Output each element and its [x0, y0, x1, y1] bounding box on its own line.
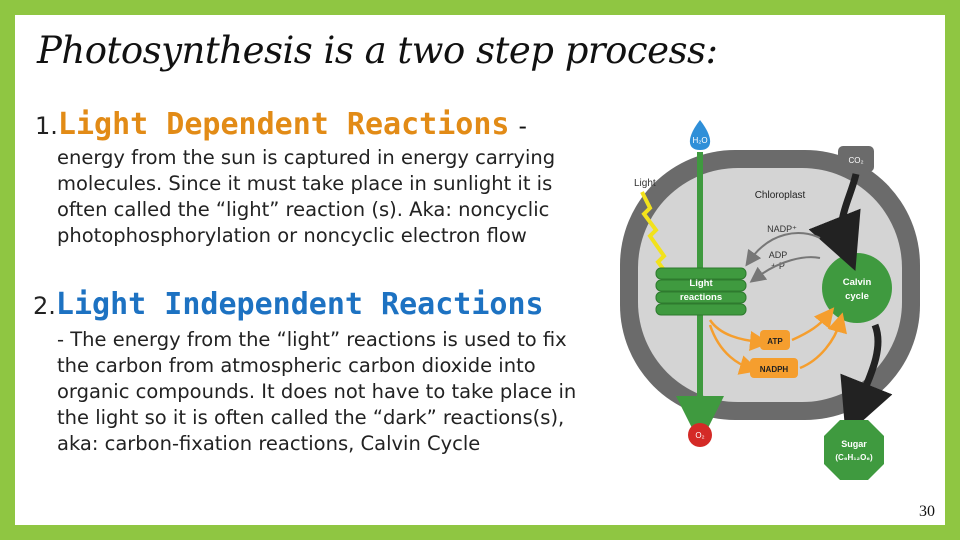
- light-zigzag-icon: [640, 191, 672, 280]
- nadp-arrow: [745, 232, 821, 267]
- h2o-label: H₂O: [692, 136, 707, 145]
- slide-title: Photosynthesis is a two step process:: [37, 29, 718, 72]
- atp-box: [760, 330, 790, 350]
- atp-arrow-out: [791, 307, 835, 342]
- nadp-label: NADP⁺: [767, 224, 797, 234]
- sugar-octagon: [824, 420, 884, 480]
- page-number: 30: [919, 503, 935, 520]
- thylakoid-stack: [655, 267, 747, 316]
- light-reactions-label-1: Light: [689, 278, 713, 289]
- photosynthesis-diagram: Chloroplast H₂O O₂ Light Light reactions…: [620, 120, 920, 480]
- item-1-label: Light Dependent Reactions: [57, 107, 510, 142]
- oxygen-circle: [688, 423, 712, 447]
- sugar-label-1: Sugar: [841, 439, 867, 449]
- item-1-heading: 1.Light Dependent Reactions-: [35, 107, 530, 142]
- water-drop-icon: [689, 120, 711, 150]
- adp-arrow: [749, 256, 821, 283]
- item-2-heading: 2.Light Independent Reactions: [33, 287, 544, 322]
- nadph-arrow-out: [799, 312, 847, 370]
- nadph-label: NADPH: [760, 365, 789, 374]
- co2-box: [838, 146, 874, 172]
- calvin-label-1: Calvin: [843, 277, 872, 288]
- item-1-body: energy from the sun is captured in energ…: [57, 146, 556, 247]
- sugar-output-arrow: [840, 323, 893, 436]
- co2-arrow: [808, 173, 861, 272]
- o2-label: O₂: [695, 431, 704, 440]
- calvin-cycle-circle: [822, 253, 892, 323]
- item-2-body: - The energy from the “light” reactions …: [57, 328, 577, 455]
- sugar-label-2: (C₆H₁₂O₆): [835, 453, 873, 462]
- item-2-label: Light Independent Reactions: [55, 287, 544, 322]
- item-2-number: 2.: [33, 292, 56, 320]
- nadph-arrow-in: [708, 324, 760, 375]
- nadph-box: [750, 358, 798, 378]
- atp-label: ATP: [767, 337, 783, 346]
- adp-label-1: ADP: [769, 250, 788, 260]
- chloroplast-label: Chloroplast: [755, 190, 806, 201]
- light-reactions-label-2: reactions: [680, 292, 722, 303]
- light-label: Light: [634, 178, 656, 189]
- item-1-number: 1.: [35, 112, 58, 140]
- calvin-label-2: cycle: [845, 291, 869, 302]
- co2-label: CO₂: [848, 156, 863, 165]
- atp-arrow-in: [708, 319, 770, 351]
- slide: Photosynthesis is a two step process: 1.…: [15, 15, 945, 525]
- item-1-dash: -: [515, 112, 530, 140]
